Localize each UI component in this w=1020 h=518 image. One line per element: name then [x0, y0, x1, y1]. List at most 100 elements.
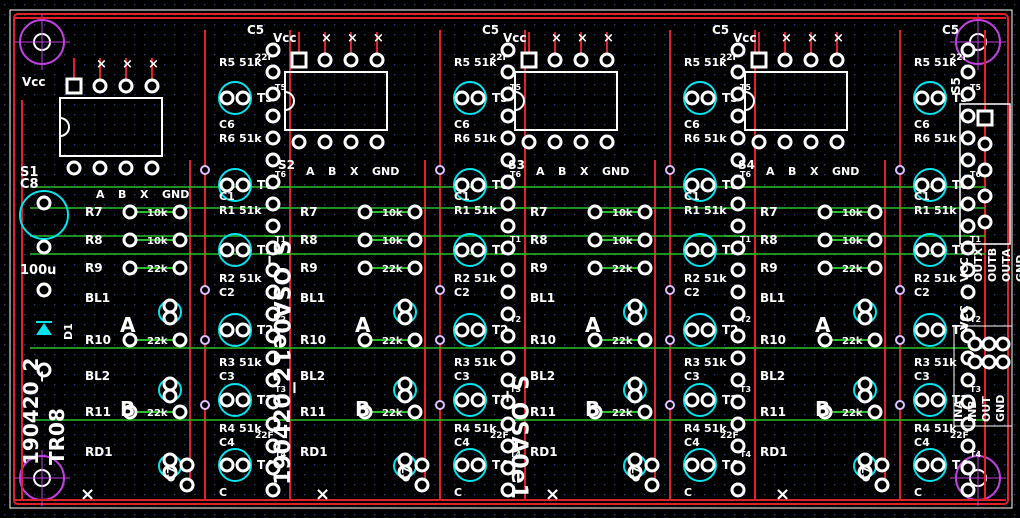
- stack-pad: [960, 284, 976, 300]
- part-ref: R8: [85, 233, 103, 247]
- resistor-pad: [407, 232, 423, 248]
- resistor-value: 22k: [147, 408, 168, 419]
- tp-label: T6: [970, 170, 981, 179]
- ic-outline: [59, 97, 163, 157]
- stack-pad: [265, 64, 281, 80]
- part-ref: BL2: [85, 369, 110, 383]
- transistor-outline: [913, 383, 947, 417]
- conn2-pin-label: OUT: [980, 396, 993, 422]
- transistor-pad: [930, 322, 946, 338]
- cap-value: 22F: [720, 53, 739, 63]
- connector-pin-label: OUTA: [1000, 248, 1013, 282]
- stack-pad: [500, 218, 516, 234]
- led-pad: [397, 310, 413, 326]
- ic-pin: [829, 52, 845, 68]
- column-part-label: C6: [684, 118, 700, 131]
- column-part-label: R4 51k: [454, 422, 497, 435]
- led-pad: [857, 376, 873, 392]
- resistor-pad: [122, 404, 138, 420]
- stack-pad: [730, 130, 746, 146]
- stack-pad: [500, 416, 516, 432]
- part-ref: BL1: [85, 291, 110, 305]
- part-ref: R10: [300, 333, 326, 347]
- connector-s5: S5: [949, 77, 1011, 245]
- ic-outline: [284, 71, 388, 131]
- vcc-label: Vcc: [733, 31, 757, 45]
- transistor-pad: [700, 392, 716, 408]
- column-part-label: C3: [454, 370, 470, 383]
- resistor-pad: [637, 232, 653, 248]
- led-pad: [627, 464, 643, 480]
- transistor-outline: [913, 233, 947, 267]
- stack-pad: [960, 64, 976, 80]
- tp-label: T2: [970, 315, 981, 324]
- resistor-pad: [817, 260, 833, 276]
- switch-pin-label: A: [766, 165, 775, 178]
- resistor-pad: [587, 204, 603, 220]
- cap-value: 22F: [490, 53, 509, 63]
- part-ref: R9: [530, 261, 548, 275]
- resistor-pad: [407, 204, 423, 220]
- stack-pad: [500, 240, 516, 256]
- transistor-pad: [700, 90, 716, 106]
- stack-pad: [960, 372, 976, 388]
- transistor-outline: [913, 448, 947, 482]
- transistor-pad: [914, 177, 930, 193]
- stack-pad: [500, 86, 516, 102]
- ic-pin: [599, 52, 615, 68]
- switch-pin-label: A: [306, 165, 315, 178]
- bottom-x-mark: ×: [775, 484, 790, 505]
- column-part-label: C: [454, 486, 462, 499]
- tp-label: T4: [740, 450, 751, 459]
- resistor-value: 22k: [382, 264, 403, 275]
- column-part-label: C3: [219, 370, 235, 383]
- nc-mark: ×: [96, 57, 107, 72]
- resistor-value: 22k: [842, 336, 863, 347]
- switch-pin-label: X: [810, 165, 819, 178]
- stack-pad: [960, 130, 976, 146]
- transistor-pad: [930, 242, 946, 258]
- transistor-pad: [930, 392, 946, 408]
- resistor-pad: [587, 232, 603, 248]
- part-ref: R7: [300, 205, 318, 219]
- ic-pin: [317, 134, 333, 150]
- stack-pad: [500, 196, 516, 212]
- connector-pin-label: GND: [1014, 255, 1020, 282]
- ic-pin: [317, 52, 333, 68]
- ic-pin: [751, 134, 767, 150]
- conn2-pin-label: INB: [966, 400, 979, 422]
- led-pad: [627, 388, 643, 404]
- part-ref: BL2: [530, 369, 555, 383]
- stack-pad: [500, 42, 516, 58]
- c7-ref: C7: [400, 466, 413, 482]
- transistor-pad: [930, 457, 946, 473]
- stack-pad: [265, 130, 281, 146]
- ic-notch: [744, 91, 755, 111]
- channel-letter-a: A: [120, 313, 136, 337]
- stack-pad: [730, 394, 746, 410]
- switch-pin-label: GND: [602, 165, 629, 178]
- traces-green: [30, 186, 985, 421]
- ic-pin: [573, 52, 589, 68]
- via: [665, 400, 675, 410]
- transistor-pad: [219, 242, 235, 258]
- transistor-pad: [684, 322, 700, 338]
- via: [435, 335, 445, 345]
- nc-mark: ×: [122, 57, 133, 72]
- column-part-label: R6 51k: [454, 132, 497, 145]
- stack-pad: [730, 460, 746, 476]
- column-part-label: C: [684, 486, 692, 499]
- connector-pin: [977, 136, 993, 152]
- switch-pin-label: X: [580, 165, 589, 178]
- column-part-label: R4 51k: [914, 422, 957, 435]
- column-part-label: C: [219, 486, 227, 499]
- transistor-pad: [684, 177, 700, 193]
- connector-ref: S5: [949, 77, 963, 94]
- part-ref: R10: [760, 333, 786, 347]
- stack-pad: [730, 438, 746, 454]
- led-pad: [627, 376, 643, 392]
- resistor-pad: [867, 204, 883, 220]
- resistor-value: 22k: [612, 264, 633, 275]
- transistor-pad: [684, 392, 700, 408]
